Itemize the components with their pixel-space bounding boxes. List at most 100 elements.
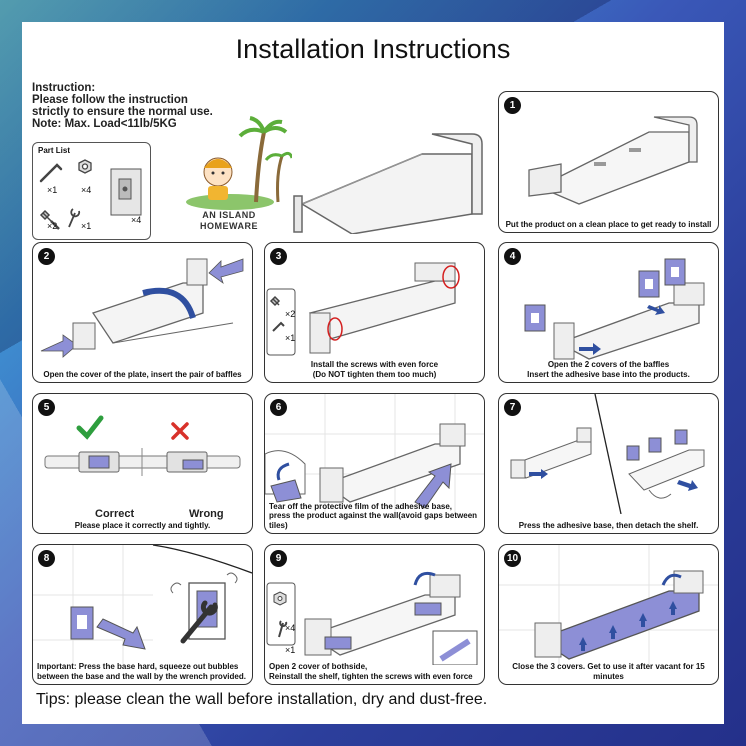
curved-arrow-icon (142, 287, 196, 319)
step-4-panel: 4 Open the 2 covers of the baffles Inser… (498, 242, 719, 383)
step-8-panel: 8 Important: Press the base hard, squeez… (32, 544, 253, 685)
rotate-arrow-icon (413, 571, 436, 586)
adhesive-base-icon (674, 429, 688, 445)
wrench-icon (180, 600, 218, 644)
step-9-illustration (266, 571, 478, 665)
step-7-caption: Press the adhesive base, then detach the… (518, 520, 699, 530)
step-5-caption: Please place it correctly and tightly. (74, 520, 211, 530)
shelf-hero-illustration (293, 133, 483, 234)
step-7-panel: 7 Press the adhesive base, then detach t… (498, 393, 719, 534)
screw-marker-left-icon (327, 317, 343, 341)
bubble-puff-icon (170, 582, 182, 594)
step-3-screw-qty: ×2 (285, 309, 296, 319)
step-4-caption: Open the 2 covers of the baffles Insert … (503, 360, 714, 379)
step-6-caption-line-2: press the product against the wall(avoid… (269, 511, 478, 530)
step-3-key-qty: ×1 (285, 333, 296, 343)
wrench-qty: ×1 (81, 221, 92, 231)
part-list-illustration (39, 159, 142, 230)
step-3-caption: Install the screws with even force (Do N… (269, 360, 480, 379)
step-1-number: 1 (504, 97, 521, 114)
step-9-caption: Open 2 cover of bothside, Reinstall the … (269, 662, 480, 681)
up-arrows-icon (579, 601, 677, 651)
step-4-number: 4 (504, 248, 521, 265)
arrow-icon (529, 469, 548, 479)
step-9-caption-line-1: Open 2 cover of bothside, (269, 662, 368, 671)
arrow-icon (579, 343, 601, 355)
bubble-puff-icon (226, 572, 238, 584)
step-8-caption: Important: Press the base hard, squeeze … (37, 662, 248, 681)
wrench-icon (278, 620, 288, 638)
step-5-illustration (44, 415, 241, 476)
part-list-title: Part List (38, 146, 71, 155)
wrench-icon (68, 208, 81, 228)
step-5-panel: 5 Correct Wrong Please place it correctl… (32, 393, 253, 534)
load-note: Note: Max. Load<11lb/5KG (32, 118, 177, 130)
screw-icon (269, 295, 281, 307)
step-5-number: 5 (38, 399, 55, 416)
step-4-caption-line-2: Insert the adhesive base into the produc… (527, 369, 690, 379)
step-6-caption: Tear off the protective film of the adhe… (269, 502, 480, 531)
nut-icon (78, 159, 92, 174)
nut-icon (273, 591, 287, 606)
brand-mascot-logo (186, 116, 292, 210)
part-list: Part List ×1 ×4 ×2 ×1 (32, 142, 151, 240)
hex-key-icon (39, 163, 63, 183)
adhesive-base-icon (626, 445, 640, 461)
peel-arrow-icon (276, 462, 290, 481)
correct-label: Correct (95, 508, 135, 520)
adhesive-base-qty: ×4 (131, 215, 142, 225)
protective-film-icon (270, 479, 302, 503)
step-1-caption: Put the product on a clean place to get … (505, 219, 712, 229)
step-3-illustration (266, 262, 460, 356)
step-3-caption-line-1: Install the screws with even force (310, 360, 439, 369)
tips-text: Tips: please clean the wall before insta… (36, 691, 488, 708)
detach-arrow-icon (677, 480, 698, 491)
page-title: Installation Instructions (235, 34, 511, 64)
wrong-label: Wrong (189, 508, 224, 520)
step-9-caption-line-2: Reinstall the shelf, tighten the screws … (269, 671, 473, 681)
hex-key-qty: ×1 (47, 185, 58, 195)
screw-qty: ×2 (47, 221, 58, 231)
instruction-heading: Instruction: (32, 82, 96, 94)
adhesive-base-icon (524, 304, 546, 332)
adhesive-base-icon (638, 270, 660, 298)
step-9-number: 9 (270, 550, 287, 567)
instruction-line-1: Please follow the instruction (32, 94, 188, 106)
instruction-line-2: strictly to ensure the normal use. (32, 106, 213, 118)
step-2-panel: 2 Open the cover of the plate, insert th… (32, 242, 253, 383)
arrow-icon (647, 305, 665, 315)
step-8-caption-line-1: Important: Press the base hard, squeeze … (37, 662, 239, 671)
screw-marker-right-icon (442, 265, 460, 289)
step-1-illustration (528, 116, 698, 205)
step-6-panel: 6 Tear off the protective film of the ad… (264, 393, 485, 534)
step-7-illustration (510, 394, 705, 514)
brand-name: AN ISLAND HOMEWARE (184, 210, 274, 232)
nut-qty: ×4 (81, 185, 92, 195)
wrong-cross-icon (171, 422, 189, 440)
correct-check-icon (76, 415, 104, 440)
press-arrow-icon (96, 618, 146, 650)
step-9-nut-qty: ×4 (285, 623, 296, 633)
step-6-illustration (265, 394, 484, 514)
brand-line-2: HOMEWARE (200, 221, 258, 231)
step-8-caption-line-2: between the base and the wall by the wre… (37, 671, 246, 681)
step-3-panel: 3 ×2 ×1 Install the screws with even for… (264, 242, 485, 383)
screw-icon (39, 209, 60, 230)
step-6-caption-line-1: Tear off the protective film of the adhe… (269, 501, 453, 511)
step-3-number: 3 (270, 248, 287, 265)
hand-icon (648, 489, 672, 499)
step-9-panel: 9 ×4 ×1 Open 2 cover of bothside, Reinst… (264, 544, 485, 685)
step-10-illustration (499, 545, 718, 665)
step-2-caption: Open the cover of the plate, insert the … (43, 369, 242, 379)
push-arrow-right-icon (208, 258, 244, 285)
step-6-number: 6 (270, 399, 287, 416)
step-10-panel: 10 Close the 3 covers. Get to use it aft… (498, 544, 719, 685)
hex-key-icon (272, 321, 285, 332)
step-1-panel: 1 Put the product on a clean place to ge… (498, 91, 719, 233)
step-10-caption: Close the 3 covers. Get to use it after … (512, 662, 705, 681)
step-10-number: 10 (504, 550, 521, 567)
instruction-sheet: Installation Instructions Instruction: P… (22, 22, 724, 724)
step-3-caption-line-2: (Do NOT tighten them too much) (312, 369, 437, 379)
adhesive-base-icon (648, 437, 662, 453)
push-arrow-icon (414, 463, 452, 509)
